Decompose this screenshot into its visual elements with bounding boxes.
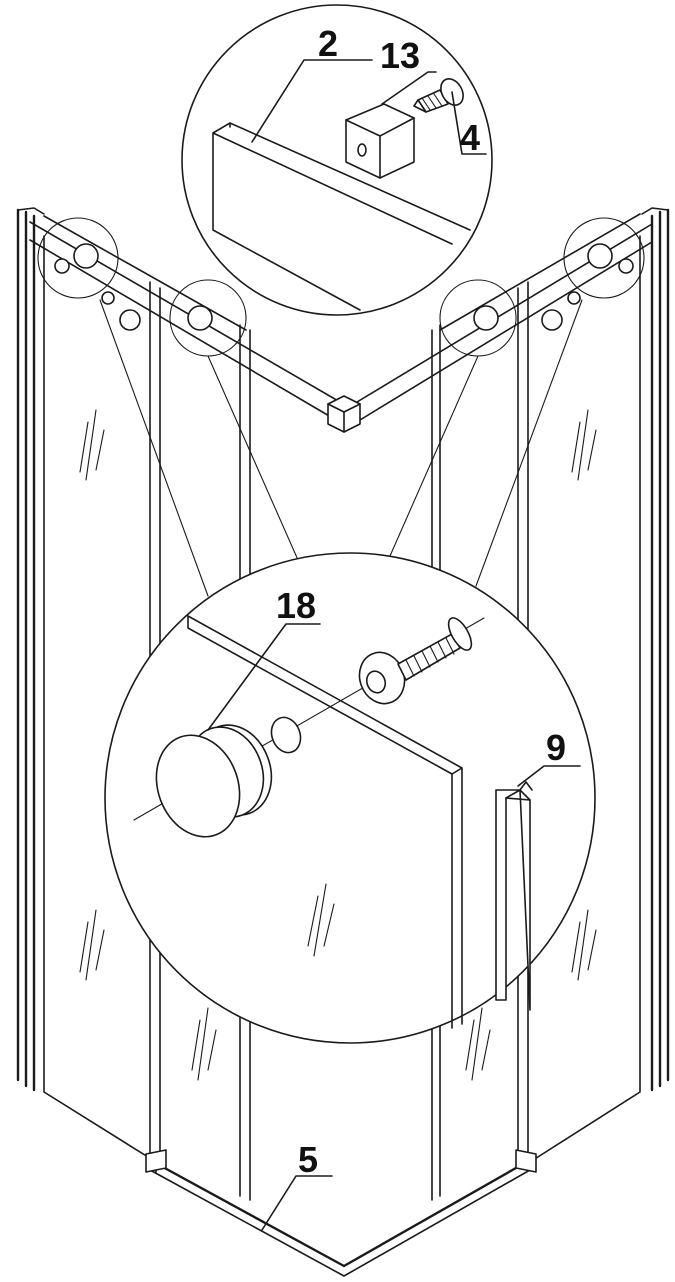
- glass-reflection: [79, 409, 105, 481]
- cube-connector-edges: [345, 117, 415, 179]
- knob-face: [155, 734, 241, 838]
- glass-reflection: [465, 1007, 491, 1081]
- bolt-thread-lines: [405, 637, 455, 677]
- top-detail-outline: [181, 4, 493, 316]
- leader-part-18: [207, 623, 321, 731]
- bolt-head: [447, 617, 473, 651]
- roller-wheel: [587, 243, 613, 269]
- left-profile-cap: [17, 207, 45, 215]
- callout-4: 4: [460, 117, 480, 158]
- left-wall-profile: [16, 208, 36, 1092]
- leader-part-5: [261, 1175, 333, 1231]
- leader-part-9: [517, 765, 581, 787]
- main-detail-circle: [104, 552, 596, 1044]
- enclosure-frame: [16, 207, 670, 1277]
- leader-part-4: [451, 91, 487, 155]
- glass-reflection: [191, 1007, 217, 1081]
- callout-9: 9: [546, 727, 566, 768]
- top-detail-circle: [181, 4, 493, 316]
- glass-reflection: [571, 409, 597, 481]
- roller-wheel: [473, 305, 499, 331]
- callout-2: 2: [318, 23, 338, 64]
- corner-connector-edges: [327, 403, 361, 433]
- leader-part-13: [381, 71, 437, 105]
- left-fixed-panel: [43, 235, 157, 1163]
- detail-leaders: [99, 299, 583, 597]
- callout-13: 13: [380, 35, 420, 76]
- roller-wheel: [187, 305, 213, 331]
- leader-part-2: [251, 59, 373, 143]
- roller-bolt: [567, 291, 581, 305]
- right-fixed-panel: [529, 235, 641, 1163]
- glass-reflections: [79, 409, 597, 1081]
- callout-5: 5: [298, 1139, 318, 1180]
- screw-thread-lines: [421, 93, 443, 111]
- screw-tip: [413, 99, 427, 113]
- callout-labels: 2 13 4 18 9 5: [276, 23, 566, 1180]
- right-wall-profile: [650, 208, 670, 1092]
- glass-reflection: [307, 883, 335, 957]
- door-knob: [541, 309, 563, 331]
- roller-bolt: [618, 258, 634, 274]
- left-bottom-guide: [145, 1149, 167, 1173]
- right-bottom-guide: [515, 1149, 537, 1173]
- glass-reflection: [79, 909, 105, 981]
- rail-detail-circles: [37, 217, 645, 357]
- right-profile-cap: [641, 207, 669, 215]
- door-knob: [119, 309, 141, 331]
- roller-bolt: [101, 291, 115, 305]
- bottom-tray-edge: [149, 1159, 531, 1277]
- detail-leader-right: [389, 299, 583, 587]
- roller-wheel: [73, 243, 99, 269]
- seal-profile-edges: [505, 781, 533, 801]
- glass-reflection: [571, 909, 597, 981]
- callout-18: 18: [276, 585, 316, 626]
- bottom-tray-profile: [148, 1158, 532, 1268]
- roller-bolt: [54, 258, 70, 274]
- detail-circle: [37, 217, 119, 299]
- detail-circle: [563, 217, 645, 299]
- glass-hole: [270, 716, 302, 754]
- glass-panel: [187, 615, 463, 1029]
- main-detail-outline: [104, 552, 596, 1044]
- cube-hole: [357, 143, 367, 157]
- glass-panel-part-2: [212, 122, 471, 311]
- bolt-thread: [397, 633, 461, 681]
- detail-leader-left: [99, 299, 299, 597]
- washer-hole: [365, 670, 387, 694]
